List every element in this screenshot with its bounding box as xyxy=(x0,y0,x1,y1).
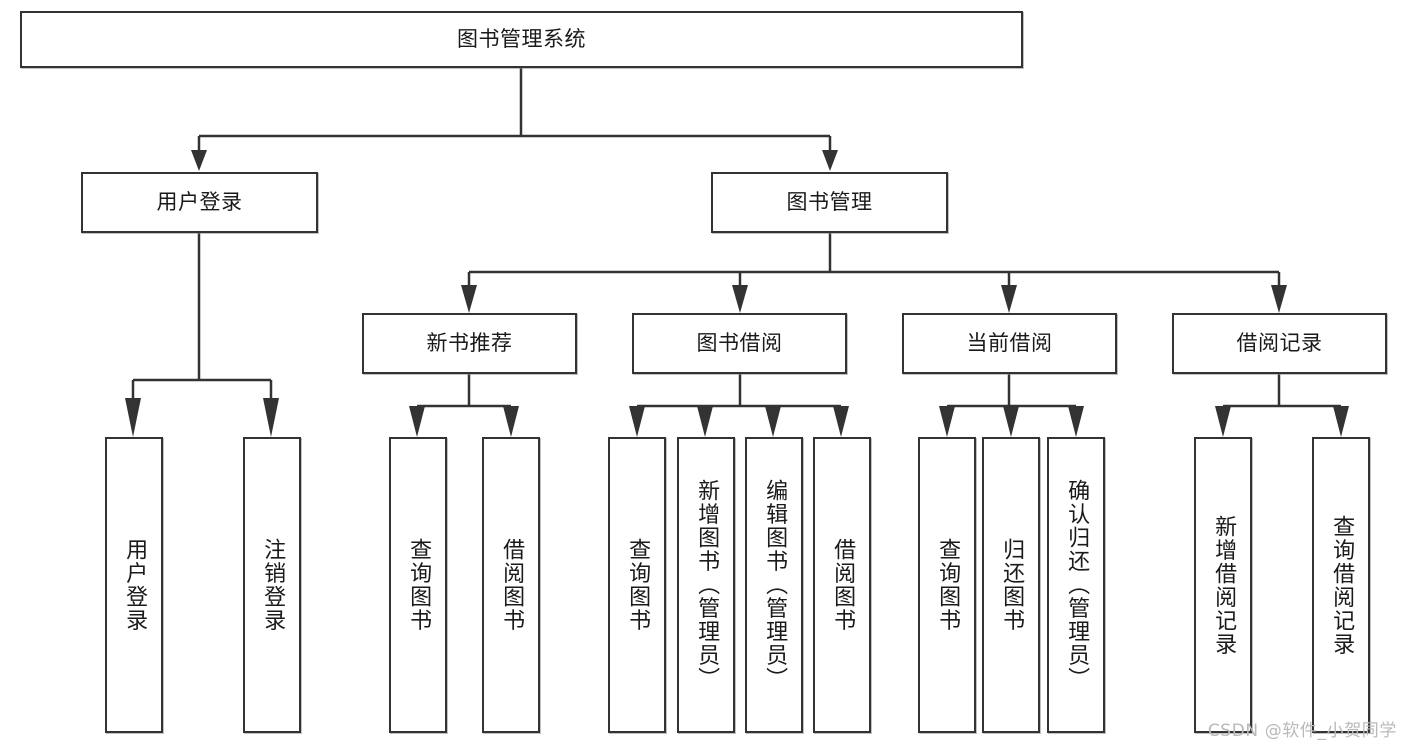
csdn-watermark: CSDN @软件_小贺同学 xyxy=(1207,721,1397,741)
node-user-login-label: 用户登录 xyxy=(156,190,243,215)
node-leaf-edit-book[interactable]: 编辑图书（管理员） xyxy=(745,437,803,733)
arrow-cb-leaf2 xyxy=(1003,406,1019,437)
node-current-borrow-label: 当前借阅 xyxy=(966,331,1053,356)
node-leaf-query-book-1[interactable]: 查询图书 xyxy=(389,437,447,733)
node-leaf-user-login[interactable]: 用户登录 xyxy=(105,437,163,733)
arrow-bm-l3-3 xyxy=(1001,285,1017,313)
node-leaf-logout-login-label: 注销登录 xyxy=(260,538,286,632)
arrow-root-to-userlogin xyxy=(191,150,207,171)
arrow-bb-leaf4 xyxy=(833,406,849,437)
node-user-login[interactable]: 用户登录 xyxy=(81,172,318,233)
node-current-borrow[interactable]: 当前借阅 xyxy=(902,313,1117,374)
node-leaf-add-book[interactable]: 新增图书（管理员） xyxy=(677,437,735,733)
node-leaf-return-book[interactable]: 归还图书 xyxy=(982,437,1040,733)
arrow-nbr-leaf1 xyxy=(409,406,425,437)
node-leaf-query-book-1-label: 查询图书 xyxy=(406,538,432,632)
node-leaf-confirm-return-label: 确认归还（管理员） xyxy=(1064,479,1090,691)
node-book-borrow-label: 图书借阅 xyxy=(696,331,783,356)
node-book-manage-label: 图书管理 xyxy=(786,190,873,215)
node-leaf-add-record[interactable]: 新增借阅记录 xyxy=(1194,437,1252,733)
node-leaf-query-book-3[interactable]: 查询图书 xyxy=(918,437,976,733)
node-leaf-add-book-label: 新增图书（管理员） xyxy=(694,479,720,691)
arrow-br-leaf1 xyxy=(1215,406,1231,437)
arrow-bm-l3-1 xyxy=(461,285,477,313)
arrow-bb-leaf2 xyxy=(697,406,713,437)
node-leaf-query-book-2[interactable]: 查询图书 xyxy=(608,437,666,733)
node-leaf-borrow-book-1-label: 借阅图书 xyxy=(499,538,525,632)
arrow-bm-l3-2 xyxy=(732,285,748,313)
node-borrow-record[interactable]: 借阅记录 xyxy=(1172,313,1387,374)
node-book-manage[interactable]: 图书管理 xyxy=(711,172,948,233)
node-leaf-borrow-book-2[interactable]: 借阅图书 xyxy=(813,437,871,733)
node-new-book-recommend-label: 新书推荐 xyxy=(426,331,513,356)
node-leaf-return-book-label: 归还图书 xyxy=(999,538,1025,632)
node-leaf-borrow-book-1[interactable]: 借阅图书 xyxy=(482,437,540,733)
node-leaf-user-login-label: 用户登录 xyxy=(122,538,148,632)
node-leaf-borrow-book-2-label: 借阅图书 xyxy=(830,538,856,632)
arrow-br-leaf2 xyxy=(1333,406,1349,437)
arrow-bb-leaf3 xyxy=(765,406,781,437)
arrow-cb-leaf3 xyxy=(1068,406,1084,437)
node-leaf-query-record-label: 查询借阅记录 xyxy=(1329,514,1355,656)
node-new-book-recommend[interactable]: 新书推荐 xyxy=(362,313,577,374)
arrow-bb-leaf1 xyxy=(629,406,645,437)
node-leaf-logout-login[interactable]: 注销登录 xyxy=(243,437,301,733)
arrow-bm-l3-4 xyxy=(1271,285,1287,313)
arrow-nbr-leaf2 xyxy=(503,406,519,437)
node-root-system-label: 图书管理系统 xyxy=(457,27,586,52)
arrow-root-to-bookmanage xyxy=(822,150,838,171)
node-book-borrow[interactable]: 图书借阅 xyxy=(632,313,847,374)
node-leaf-add-record-label: 新增借阅记录 xyxy=(1211,514,1237,656)
node-leaf-query-book-3-label: 查询图书 xyxy=(935,538,961,632)
arrow-userlogin-leaf2 xyxy=(263,398,279,437)
arrow-userlogin-leaf1 xyxy=(125,398,141,437)
node-root-system[interactable]: 图书管理系统 xyxy=(20,11,1023,68)
node-borrow-record-label: 借阅记录 xyxy=(1236,331,1323,356)
node-leaf-confirm-return[interactable]: 确认归还（管理员） xyxy=(1047,437,1105,733)
node-leaf-edit-book-label: 编辑图书（管理员） xyxy=(762,479,788,691)
arrow-cb-leaf1 xyxy=(939,406,955,437)
node-leaf-query-record[interactable]: 查询借阅记录 xyxy=(1312,437,1370,733)
node-leaf-query-book-2-label: 查询图书 xyxy=(625,538,651,632)
